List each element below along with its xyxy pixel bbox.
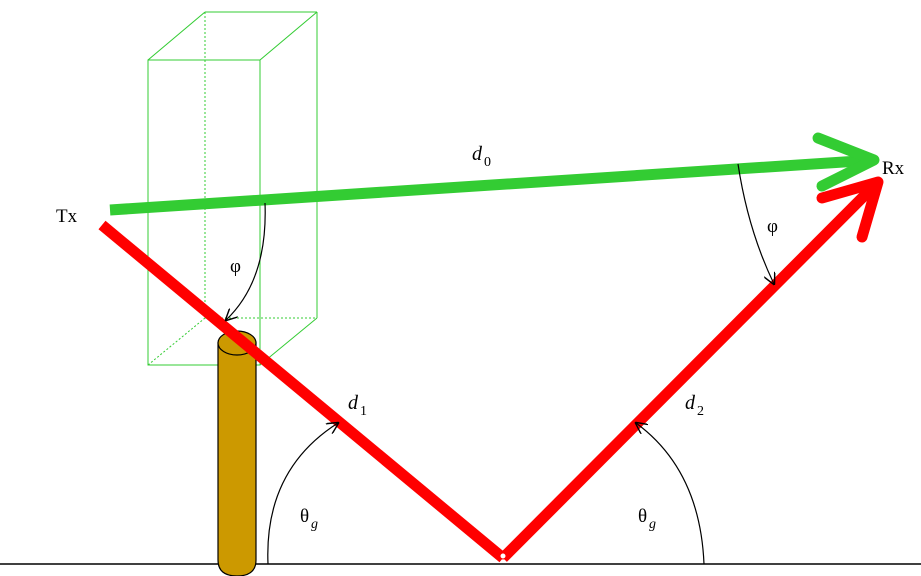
direct-ray bbox=[109, 132, 880, 216]
svg-text:1: 1 bbox=[360, 404, 367, 419]
svg-text:g: g bbox=[649, 517, 656, 532]
angle-arcs bbox=[226, 163, 774, 565]
wireframe-box bbox=[147, 11, 318, 366]
pole bbox=[217, 330, 257, 576]
tx-label: Tx bbox=[56, 206, 78, 227]
d0-label: d 0 bbox=[472, 143, 491, 170]
svg-text:d: d bbox=[472, 143, 483, 165]
d1-label: d 1 bbox=[348, 392, 367, 419]
phi-right-arc bbox=[737, 163, 774, 284]
theta-right-label: θ g bbox=[638, 506, 656, 532]
theta-left-label: θ g bbox=[300, 506, 318, 532]
phi-left-label: φ bbox=[230, 256, 241, 277]
rx-label: Rx bbox=[882, 158, 905, 179]
theta-right-arc bbox=[636, 423, 705, 565]
reflected-ray bbox=[98, 176, 884, 563]
svg-text:d: d bbox=[685, 392, 696, 414]
svg-text:d: d bbox=[348, 392, 359, 414]
d2-label: d 2 bbox=[685, 392, 704, 419]
theta-left-arc bbox=[267, 423, 338, 565]
svg-text:2: 2 bbox=[697, 404, 704, 419]
svg-text:θ: θ bbox=[300, 506, 309, 527]
reflection-point bbox=[499, 552, 507, 560]
svg-text:g: g bbox=[311, 517, 318, 532]
svg-text:θ: θ bbox=[638, 506, 647, 527]
phi-left-arc bbox=[226, 202, 266, 320]
svg-text:0: 0 bbox=[484, 155, 491, 170]
phi-right-label: φ bbox=[767, 216, 778, 237]
